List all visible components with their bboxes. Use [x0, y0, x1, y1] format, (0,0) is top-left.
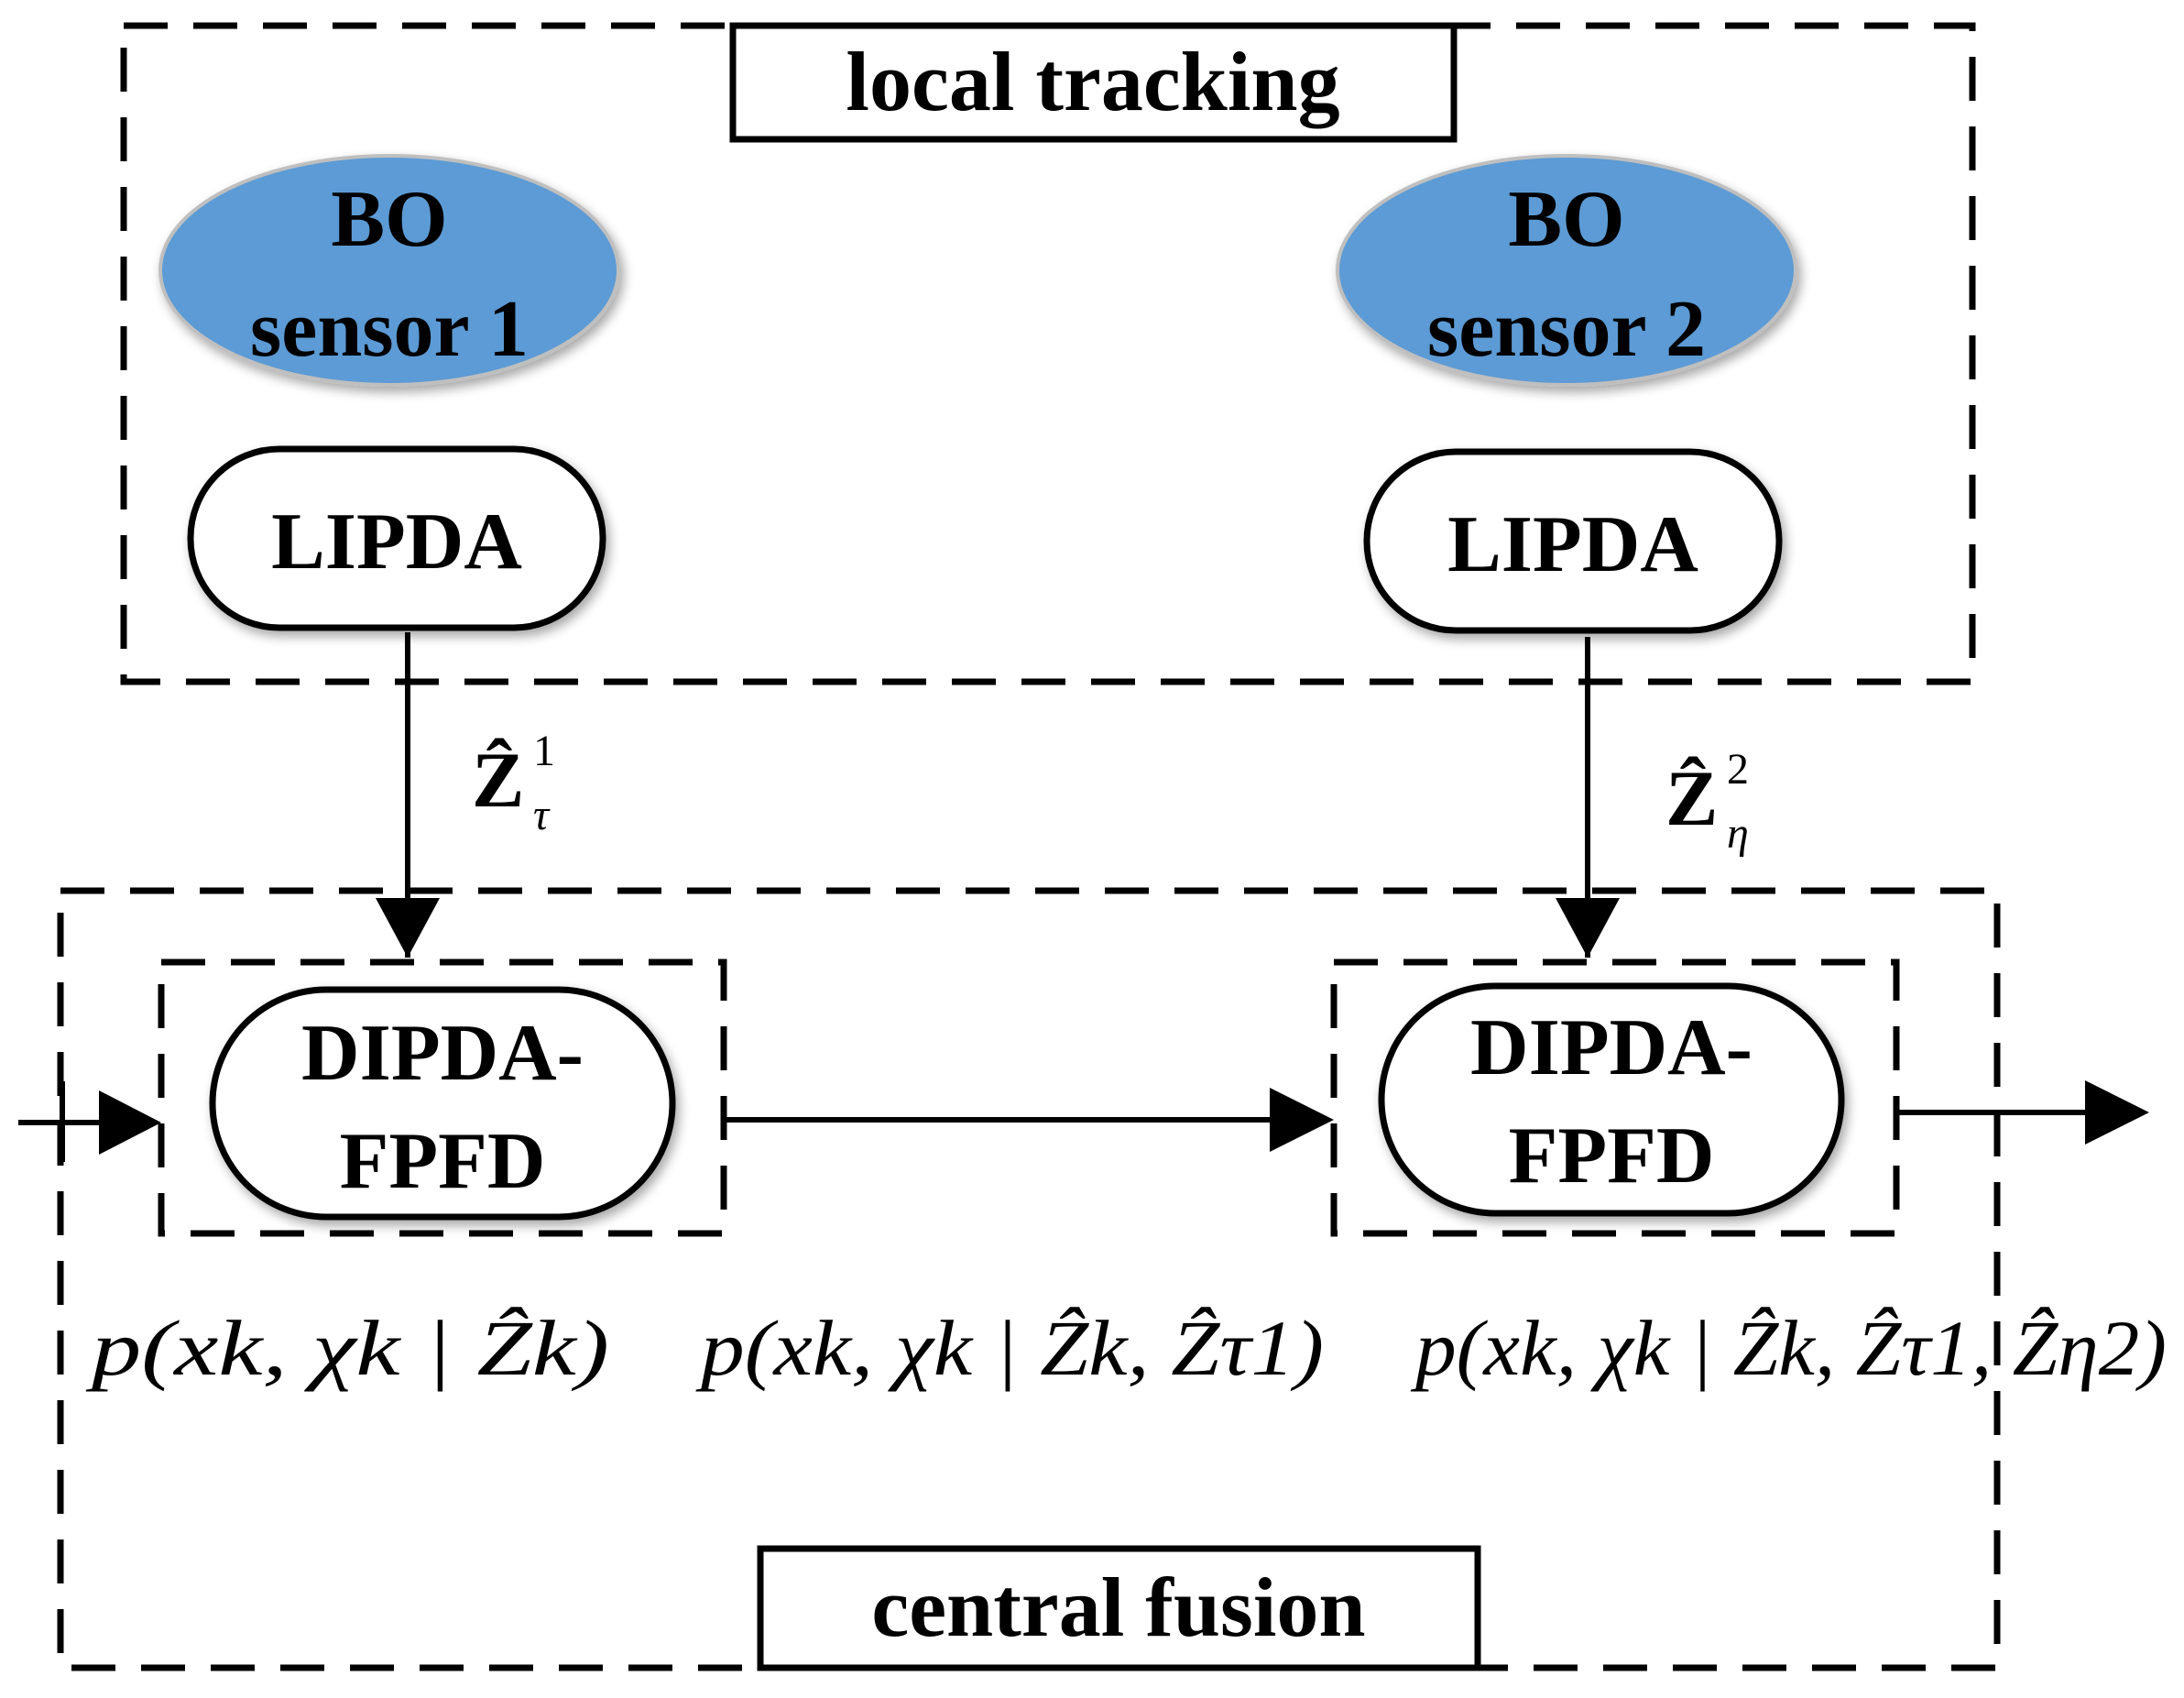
lipda-2-shape — [1363, 448, 1783, 634]
sensor-1-line1: BO — [331, 175, 447, 264]
z2-sub: η — [1727, 809, 1749, 858]
sensor-1: BO sensor 1 — [158, 154, 620, 387]
sensor-2-line2: sensor 2 — [1427, 285, 1706, 374]
sensor-2-ellipse — [1336, 154, 1797, 387]
arrowhead-output — [2085, 1080, 2149, 1145]
density-label-0: p(xk, χk | Ẑk) — [84, 1304, 609, 1392]
fusion-node-1: DIPDA- FPFD — [209, 986, 676, 1221]
fusion-node-1-line1: DIPDA- — [301, 1009, 584, 1098]
central-fusion-title: central fusion — [871, 1561, 1365, 1654]
sensor-1-line2: sensor 1 — [250, 285, 529, 374]
sensor-1-ellipse — [158, 154, 620, 387]
fusion-node-2: DIPDA- FPFD — [1378, 982, 1845, 1217]
fusion-node-1-shape — [209, 986, 676, 1221]
central-fusion-title-box — [757, 1545, 1481, 1671]
fusion-node-2-shape — [1378, 982, 1845, 1217]
arrowhead-middle — [1270, 1088, 1334, 1152]
fusion-node-2-line1: DIPDA- — [1470, 1003, 1753, 1092]
local-tracking-title-box — [729, 22, 1458, 143]
z2-sup: 2 — [1727, 745, 1749, 794]
sensor-2-line1: BO — [1508, 175, 1624, 264]
fusion-box-1 — [158, 959, 727, 1237]
z2-base: Ẑ — [1665, 754, 1718, 842]
edge-label-z1: Ẑ 1 τ — [472, 727, 555, 839]
arrowhead-down-1 — [376, 898, 440, 958]
density-label-1: p(xk, χk | Ẑk, Ẑτ1) — [694, 1304, 1324, 1392]
lipda-node-2: LIPDA — [1363, 448, 1783, 634]
lipda-1-label: LIPDA — [271, 498, 522, 586]
local-tracking-title: local tracking — [846, 35, 1339, 128]
z1-sup: 1 — [533, 727, 555, 775]
fusion-box-2 — [1330, 959, 1900, 1237]
z1-base: Ẑ — [472, 736, 524, 824]
arrowhead-input — [99, 1090, 161, 1155]
z1-sub: τ — [533, 791, 551, 839]
fusion-node-2-line2: FPFD — [1509, 1112, 1715, 1200]
central-fusion-region — [57, 887, 2001, 1671]
lipda-node-1: LIPDA — [187, 445, 606, 631]
arrowhead-down-2 — [1556, 898, 1620, 958]
edge-label-z2: Ẑ 2 η — [1665, 745, 1749, 858]
sensor-2: BO sensor 2 — [1336, 154, 1797, 387]
lipda-1-shape — [187, 445, 606, 631]
lipda-2-label: LIPDA — [1447, 500, 1698, 589]
fusion-node-1-line2: FPFD — [340, 1117, 546, 1206]
density-label-2: p(xk, χk | Ẑk, Ẑτ1, Ẑη2) — [1410, 1304, 2167, 1392]
